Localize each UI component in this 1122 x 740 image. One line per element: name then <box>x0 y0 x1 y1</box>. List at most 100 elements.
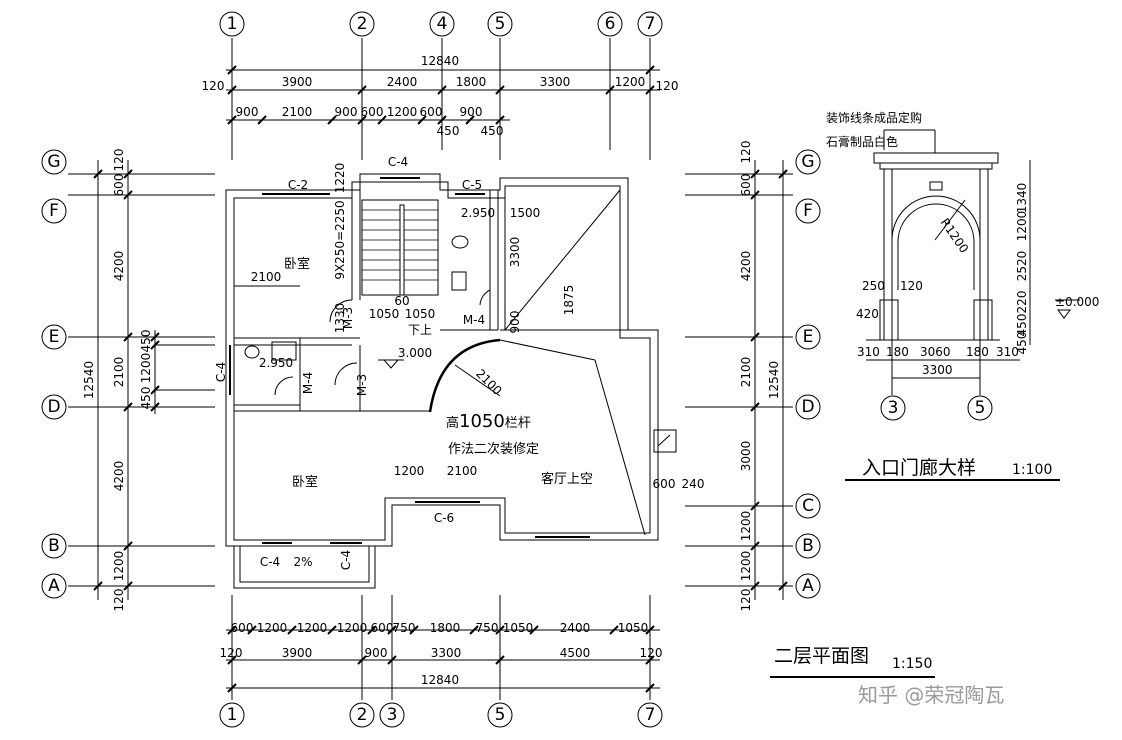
watermark: 知乎 @荣冠陶瓦 <box>858 683 1004 707</box>
dim-right-c0: 120 <box>739 141 753 164</box>
dim-top-r3b-1: 450 <box>481 124 504 138</box>
dim-right-c4: 3000 <box>739 441 753 472</box>
axis-bottom-3: 3 <box>387 705 398 725</box>
portico-dim-420: 420 <box>856 307 879 321</box>
axis-left-g: G <box>47 152 60 172</box>
dim-top-r2-5: 1200 <box>615 75 646 89</box>
level-floor: 3.000 <box>398 346 432 360</box>
dim-top-total: 12840 <box>421 54 459 68</box>
dim-top-r3-3: 600 <box>361 105 384 119</box>
portico-dim-450b: 450 <box>1015 332 1029 355</box>
dim-1500: 1500 <box>510 206 541 220</box>
axis-top-6: 6 <box>605 14 616 34</box>
axis-left-f: F <box>49 201 59 221</box>
dim-left-i1: 1200 <box>139 353 153 384</box>
window-c5: C-5 <box>462 178 482 192</box>
axis-left-d: D <box>47 397 60 417</box>
axis-bottom-5: 5 <box>495 705 506 725</box>
dim-bot-r2-1: 3900 <box>282 646 313 660</box>
dim-bot-r1-0: 600 <box>231 621 254 635</box>
window-c6: C-6 <box>434 511 454 525</box>
level-wc-side: 2.950 <box>259 356 293 370</box>
door-m4-a: M-4 <box>463 313 485 327</box>
axis-top-7: 7 <box>645 14 656 34</box>
portico-dim-1200: 1200 <box>1015 211 1029 242</box>
portico-scale: 1:100 <box>1012 462 1052 478</box>
dim-top-r3-4: 1200 <box>387 105 418 119</box>
axis-right-d: D <box>801 397 814 417</box>
portico-axis-3: 3 <box>888 398 899 418</box>
portico-axis-5: 5 <box>975 398 986 418</box>
portico-bot-180b: 180 <box>966 345 989 359</box>
portico-title: 入口门廊大样 <box>862 457 976 479</box>
dim-1050-b: 1050 <box>405 307 436 321</box>
door-m4-b: M-4 <box>301 372 315 394</box>
dim-stair: 9X250=2250 <box>333 200 347 279</box>
portico-dim-250: 250 <box>862 279 885 293</box>
dim-top-r2-0: 120 <box>202 79 225 93</box>
dim-right-c1: 600 <box>739 174 753 197</box>
portico-total: 3300 <box>922 363 953 377</box>
railing-note: 高1050栏杆 <box>446 411 531 432</box>
axis-left-e: E <box>49 327 60 347</box>
portico-dim-1340: 1340 <box>1015 183 1029 214</box>
railing-note-2: 作法二次装修定 <box>448 441 539 457</box>
dim-bot-r2-4: 4500 <box>560 646 591 660</box>
portico-bot-180a: 180 <box>886 345 909 359</box>
dim-bot-total: 12840 <box>421 673 459 687</box>
dim-top-r3-6: 900 <box>460 105 483 119</box>
dim-top-r2-2: 2400 <box>387 75 418 89</box>
axis-top-2: 2 <box>357 14 368 34</box>
dim-left-c0: 120 <box>112 149 126 172</box>
dim-left-total: 12540 <box>82 361 96 399</box>
dim-top-r3-5: 600 <box>420 105 443 119</box>
portico-bot-310b: 310 <box>996 345 1019 359</box>
dim-600: 600 <box>653 477 676 491</box>
dim-bot-r1-3: 1200 <box>337 621 368 635</box>
dim-2100-opening: 2100 <box>447 464 478 478</box>
dim-left-c5: 1200 <box>112 551 126 582</box>
dim-1330: 1330 <box>333 303 347 334</box>
dim-top-r3b-0: 450 <box>437 124 460 138</box>
dim-radius: 2100 <box>473 366 504 397</box>
dim-bot-r2-2: 900 <box>365 646 388 660</box>
dim-1220: 1220 <box>333 163 347 194</box>
window-c4-bottom-right: C-4 <box>339 550 353 570</box>
axis-right-f: F <box>803 201 813 221</box>
dim-bot-r1-6: 1800 <box>430 621 461 635</box>
portico-dim-220: 220 <box>1015 291 1029 314</box>
window-c2: C-2 <box>288 178 308 192</box>
dim-right-c5: 1200 <box>739 511 753 542</box>
dim-left-i0: 450 <box>139 330 153 353</box>
dim-left-c3: 2100 <box>112 357 126 388</box>
dim-right-c3: 2100 <box>739 357 753 388</box>
dim-right-c2: 4200 <box>739 251 753 282</box>
dim-right-total: 12540 <box>767 361 781 399</box>
room-bedroom-bottom: 卧室 <box>292 474 318 490</box>
dim-top-r3-1: 2100 <box>282 105 313 119</box>
portico-dim-450a: 450 <box>1015 314 1029 337</box>
portico-note-2: 石膏制品白色 <box>826 134 898 149</box>
door-m3-a: M-3 <box>341 307 355 329</box>
portico-dim-120: 120 <box>900 279 923 293</box>
stair-direction: 下上 <box>408 323 432 337</box>
dim-top-r3-2: 900 <box>335 105 358 119</box>
dim-right-c6: 1200 <box>739 551 753 582</box>
axis-bottom-1: 1 <box>227 705 238 725</box>
dim-bot-r2-0: 120 <box>220 646 243 660</box>
plan-title: 二层平面图 <box>774 645 869 667</box>
dim-left-c1: 600 <box>112 174 126 197</box>
axis-top-1: 1 <box>227 14 238 34</box>
axis-right-e: E <box>803 327 814 347</box>
dim-bot-r1-7: 750 <box>476 621 499 635</box>
axis-right-g: G <box>801 152 814 172</box>
axis-top-4: 4 <box>437 14 448 34</box>
axis-right-a: A <box>802 576 814 596</box>
portico-level: ±0.000 <box>1055 295 1099 309</box>
dim-bot-r2-3: 3300 <box>431 646 462 660</box>
dim-left-c4: 4200 <box>112 461 126 492</box>
dim-1050-a: 1050 <box>369 307 400 321</box>
level-wc-top: 2.950 <box>461 206 495 220</box>
portico-note-1: 装饰线条成品定购 <box>826 110 922 125</box>
axis-right-c: C <box>802 496 814 516</box>
